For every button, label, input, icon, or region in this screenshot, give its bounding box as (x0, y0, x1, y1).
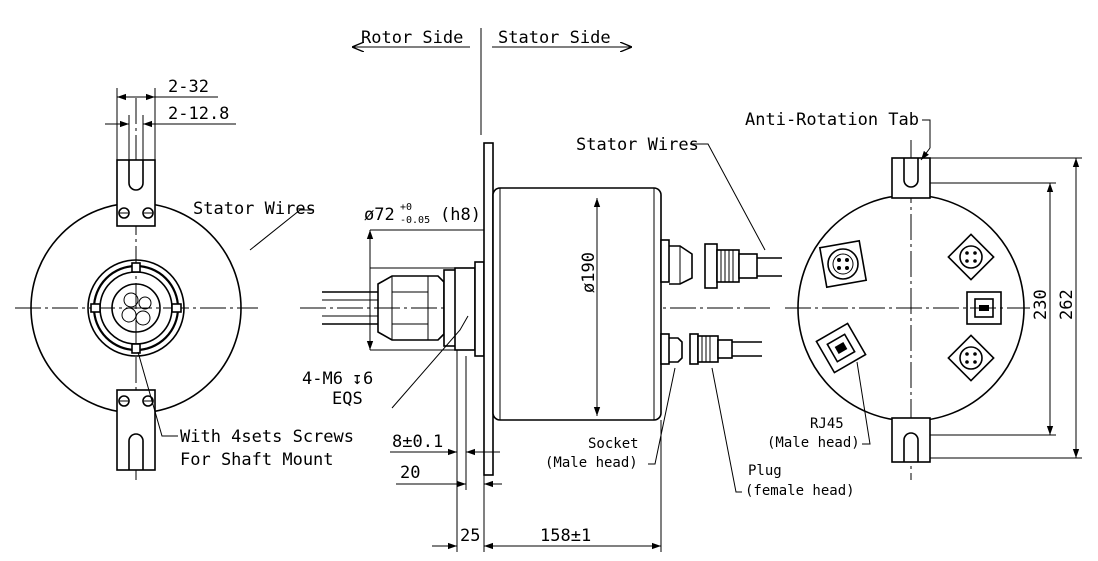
stator-body (492, 187, 662, 421)
slot-dimensions: 2-32 2-12.8 (105, 77, 236, 160)
screws-leader (137, 351, 178, 437)
socket-label-line2: (Male head) (545, 455, 638, 471)
body-dia-label: ø190 (579, 252, 599, 293)
dim-20: 20 (400, 463, 420, 483)
rotor-side-label: Rotor Side (361, 28, 463, 48)
thread-label: 4-M6 (302, 369, 343, 389)
flange (483, 142, 494, 476)
dim-slot-outer: 2-32 (168, 77, 209, 97)
screws-label-line1: With 4sets Screws (180, 427, 354, 447)
bottom-dimensions: 8±0.1 20 25 158±1 (390, 350, 662, 552)
left-view-bottom-tab (116, 389, 156, 471)
bore-diameter-label: ø72 +0 -0.05 (h8) (364, 202, 481, 226)
left-view-top-tab (116, 159, 156, 227)
thread-leader (391, 315, 469, 409)
left-view-bore (111, 283, 161, 333)
rotor-collar (474, 261, 485, 357)
side-view: ø72 +0 -0.05 (h8) ø190 (300, 135, 855, 552)
dim-262: 262 (1057, 289, 1077, 320)
anti-rotation-label: Anti-Rotation Tab (745, 110, 919, 130)
dim-25: 25 (460, 526, 480, 546)
svg-text:+0: +0 (400, 202, 412, 213)
plug-label-line1: Plug (748, 463, 782, 479)
socket-upper (669, 245, 693, 285)
right-end-view: Anti-Rotation Tab RJ45 (Male head) 230 2… (745, 110, 1082, 480)
thread-eqs: EQS (332, 389, 363, 409)
right-view-bottom-tab (891, 417, 931, 463)
plug-lower (689, 333, 762, 365)
dim-230: 230 (1031, 289, 1051, 320)
rotor-shaft (454, 267, 476, 351)
thread-depth: 6 (363, 369, 373, 389)
screws-label-line2: For Shaft Mount (180, 450, 334, 470)
socket-lower (669, 337, 683, 363)
svg-text:(h8): (h8) (440, 205, 481, 225)
left-stator-wires-leader (249, 209, 314, 251)
dim-slot-inner: 2-12.8 (168, 104, 229, 124)
left-end-view: 2-32 2-12.8 Stator Wires With 4sets Scre… (15, 77, 354, 480)
left-view-bottom-slot (128, 433, 144, 470)
left-view-top-slot (128, 160, 144, 191)
plug-leader (711, 367, 742, 493)
thread-depth-symbol: ↧ (352, 369, 362, 389)
plug-upper (704, 243, 782, 289)
connector-rj45-left (815, 322, 867, 374)
socket-leader (648, 367, 676, 465)
svg-text:-0.05: -0.05 (400, 215, 430, 226)
right-view-top-tab (891, 157, 931, 199)
rj45-label-line2: (Male head) (767, 435, 860, 451)
direction-header: Rotor Side Stator Side (352, 28, 632, 135)
dim-body-length: 158±1 (540, 526, 591, 546)
side-stator-wires-label: Stator Wires (576, 135, 699, 155)
left-view-wire-bundle (121, 292, 152, 326)
connector-round-large (818, 239, 868, 289)
connector-round-small-top (947, 233, 995, 281)
side-stator-wires-leader (690, 143, 766, 251)
connector-round-small-bottom (947, 334, 995, 382)
left-view-keys (90, 262, 182, 354)
socket-label-line1: Socket (588, 436, 639, 452)
svg-text:ø72: ø72 (364, 205, 395, 225)
dim-flange-thk: 8±0.1 (392, 432, 443, 452)
left-stator-wires-label: Stator Wires (193, 199, 316, 219)
rj45-leader (856, 361, 871, 445)
anti-rotation-leader (922, 119, 931, 148)
plug-label-line2: (female head) (745, 483, 855, 499)
mount-screws (118, 207, 154, 407)
rj45-label-line1: RJ45 (810, 416, 844, 432)
stator-side-label: Stator Side (498, 28, 611, 48)
connector-rj45-right (966, 291, 1002, 325)
left-view-hub-outer (87, 259, 185, 357)
